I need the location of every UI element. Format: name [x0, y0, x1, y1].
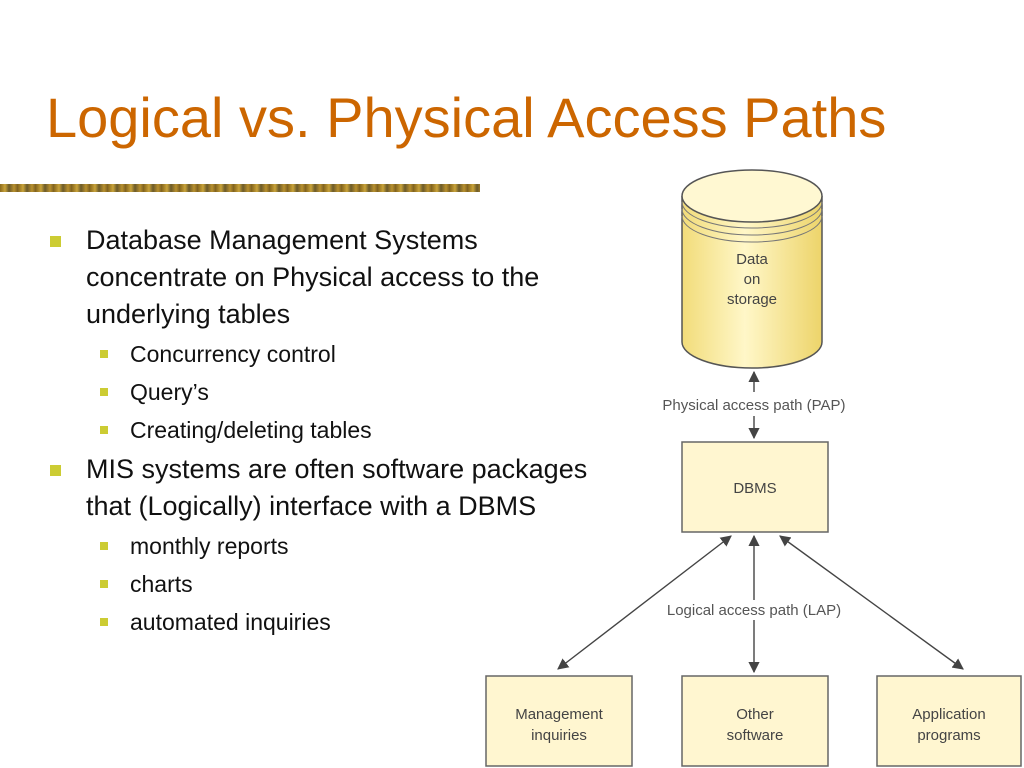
box-label-line1: Application	[912, 706, 985, 723]
other-software-box: Other software	[681, 675, 829, 767]
storage-cylinder: Data on storage	[681, 169, 823, 369]
storage-label-line1: Data	[736, 251, 768, 268]
sub-bullet-item: automated inquiries	[86, 603, 606, 641]
square-bullet-icon	[100, 426, 108, 434]
storage-label-line2: on	[744, 271, 761, 288]
box-label-line2: software	[727, 727, 784, 744]
bullet-text: Database Management Systems concentrate …	[86, 225, 540, 329]
box-label-line2: programs	[917, 727, 980, 744]
lap-arrow-left	[557, 535, 732, 670]
sub-bullet-text: automated inquiries	[130, 609, 331, 635]
sub-bullet-text: charts	[130, 571, 193, 597]
management-inquiries-box: Management inquiries	[485, 675, 633, 767]
square-bullet-icon	[100, 542, 108, 550]
square-bullet-icon	[50, 465, 61, 476]
sub-bullet-item: Concurrency control	[86, 335, 606, 373]
box-label-line1: Management	[515, 706, 603, 723]
sub-bullet-list: monthly reports charts automated inquiri…	[86, 527, 606, 641]
lap-label-background	[656, 600, 852, 620]
dbms-box: DBMS	[681, 441, 829, 533]
application-programs-box: Application programs	[876, 675, 1022, 767]
bullet-list: Database Management Systems concentrate …	[46, 222, 606, 643]
lap-arrow-right	[779, 535, 964, 670]
square-bullet-icon	[100, 580, 108, 588]
sub-bullet-item: monthly reports	[86, 527, 606, 565]
box-label-line2: inquiries	[531, 727, 587, 744]
sub-bullet-list: Concurrency control Query’s Creating/del…	[86, 335, 606, 449]
slide-title: Logical vs. Physical Access Paths	[46, 86, 887, 149]
bullet-item: MIS systems are often software packages …	[46, 451, 606, 641]
sub-bullet-text: Creating/deleting tables	[130, 417, 372, 443]
sub-bullet-item: Query’s	[86, 373, 606, 411]
pap-label: Physical access path (PAP)	[662, 397, 845, 414]
sub-bullet-text: Concurrency control	[130, 341, 336, 367]
box-label-line1: Other	[736, 706, 774, 723]
sub-bullet-item: charts	[86, 565, 606, 603]
square-bullet-icon	[100, 618, 108, 626]
bullet-item: Database Management Systems concentrate …	[46, 222, 606, 449]
square-bullet-icon	[100, 350, 108, 358]
sub-bullet-text: Query’s	[130, 379, 209, 405]
square-bullet-icon	[100, 388, 108, 396]
storage-label-line3: storage	[727, 291, 777, 308]
sub-bullet-text: monthly reports	[130, 533, 289, 559]
title-divider	[0, 184, 480, 192]
bullet-text: MIS systems are often software packages …	[86, 454, 588, 521]
lap-label: Logical access path (LAP)	[667, 602, 841, 619]
dbms-label: DBMS	[733, 480, 776, 497]
sub-bullet-item: Creating/deleting tables	[86, 411, 606, 449]
square-bullet-icon	[50, 236, 61, 247]
